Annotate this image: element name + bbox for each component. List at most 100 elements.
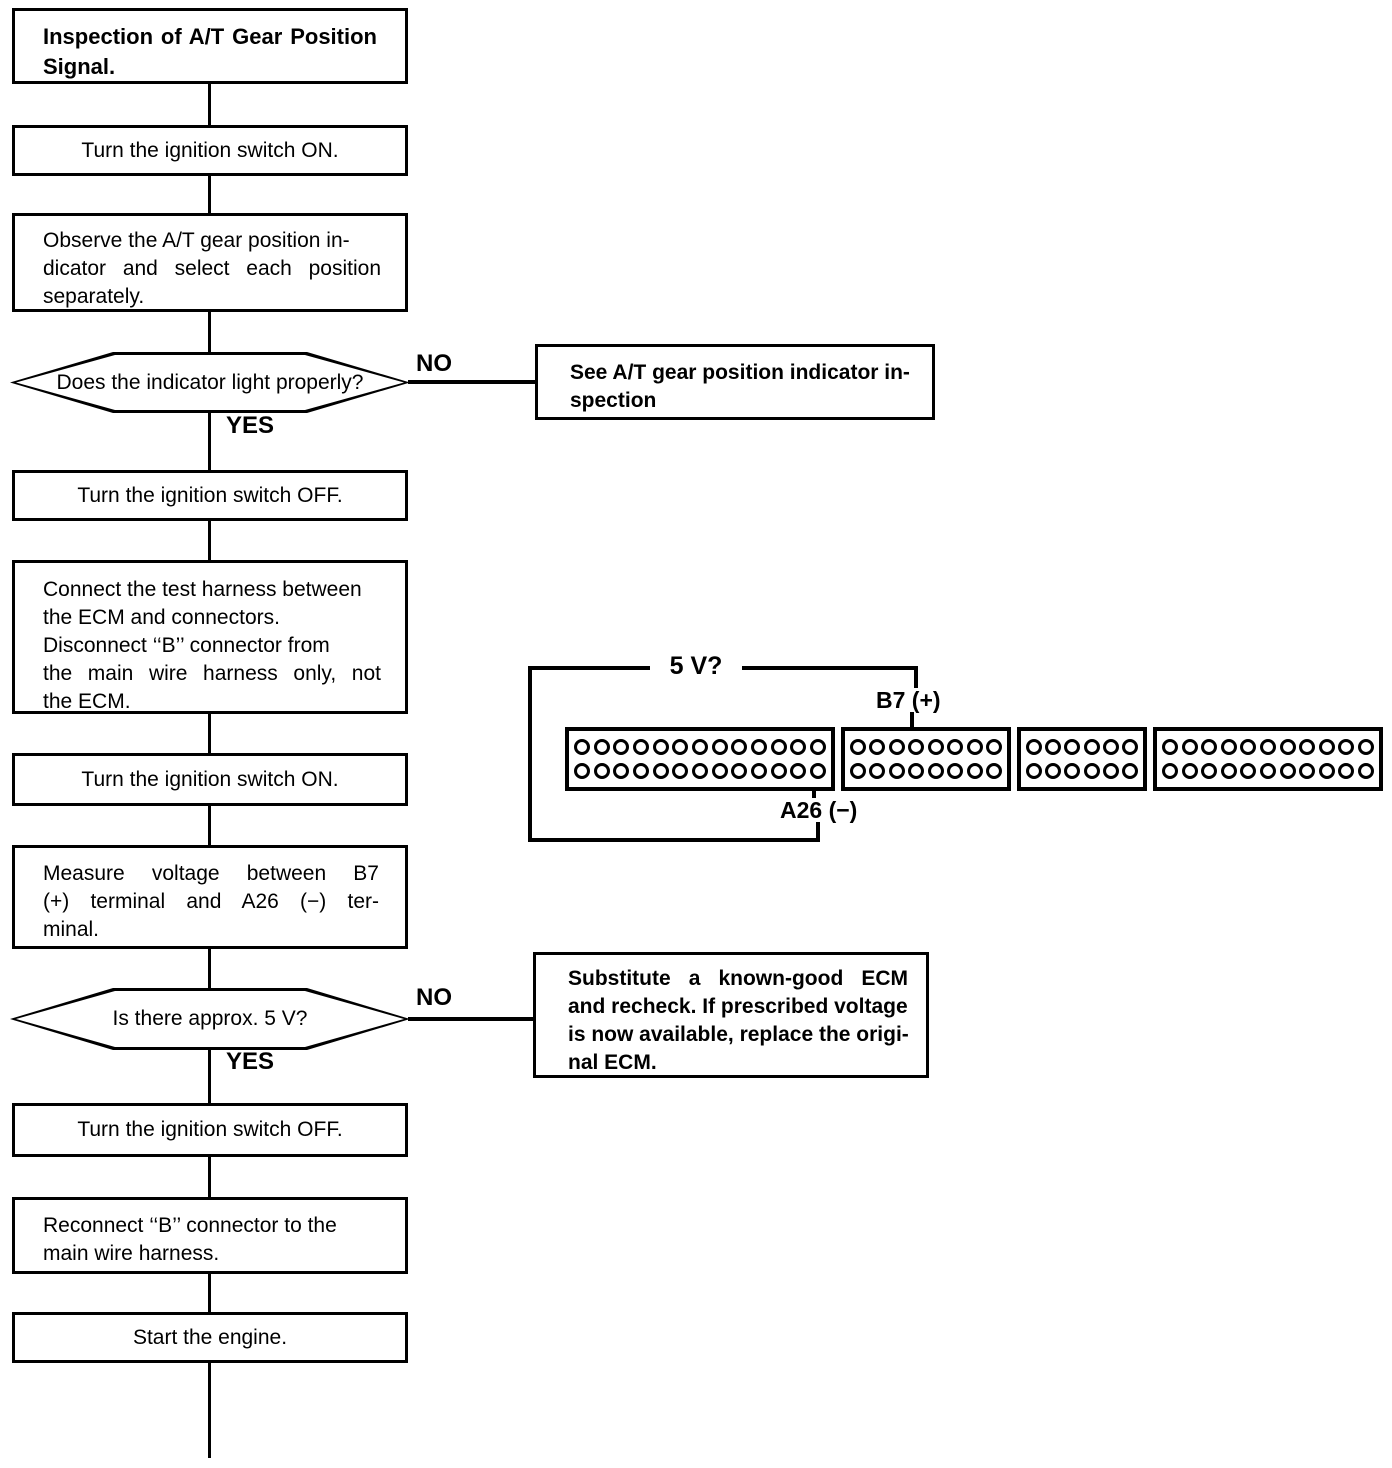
- connector-pin: [908, 763, 925, 779]
- flow-box-ignition-on-2: Turn the ignition switch ON.: [12, 753, 408, 806]
- flow-line: [208, 1274, 211, 1312]
- connector-pin: [1045, 739, 1062, 755]
- text-line: See A/T gear position indicator in-: [570, 361, 910, 384]
- connector-pin: [731, 763, 748, 779]
- connector-pin: [1279, 763, 1296, 779]
- decision-approx-5v: Is there approx. 5 V?: [10, 988, 410, 1050]
- connector-pin: [652, 739, 669, 755]
- text-line: Inspection of A/T Gear Position: [43, 24, 377, 49]
- connector-pin: [1318, 763, 1335, 779]
- flow-box-connect-harness: Connect the test harness between the ECM…: [12, 560, 408, 714]
- connector-pin-row: [574, 763, 826, 779]
- text-line: the ECM and connectors.: [43, 606, 280, 629]
- connector-pin: [1162, 739, 1178, 755]
- connector-pin: [1220, 739, 1237, 755]
- probe-line: [528, 666, 650, 670]
- connector-pin: [1083, 763, 1100, 779]
- text-line: (+) terminal and A26 (−) ter-: [43, 890, 379, 913]
- connector-pin-row: [1026, 739, 1138, 755]
- flow-box-see-inspection: See A/T gear position indicator in- spec…: [535, 344, 935, 420]
- flow-line: [208, 413, 211, 470]
- connector-pin: [613, 763, 630, 779]
- connector-pin: [593, 763, 610, 779]
- probe-line: [528, 838, 820, 842]
- connector-pin: [869, 739, 886, 755]
- connector-pin: [947, 739, 964, 755]
- label-voltage-question: 5 V?: [669, 652, 723, 680]
- probe-line: [742, 666, 918, 670]
- connector-pin: [1279, 739, 1296, 755]
- text-line: Start the engine.: [132, 1325, 288, 1349]
- flow-line: [208, 806, 211, 845]
- flow-box-ignition-off-1: Turn the ignition switch OFF.: [12, 470, 408, 521]
- connector-pin: [593, 739, 610, 755]
- connector-pin: [985, 739, 1002, 755]
- decision-label: Does the indicator light properly?: [56, 370, 364, 394]
- flow-line: [208, 714, 211, 753]
- decision-label: Is there approx. 5 V?: [112, 1007, 308, 1030]
- connector-pin-row: [1162, 763, 1374, 779]
- flow-line: [208, 949, 211, 988]
- flow-line-no-2: [408, 1017, 533, 1021]
- connector-pin: [1201, 763, 1218, 779]
- connector-pin: [1045, 763, 1062, 779]
- connector-pin-row: [850, 763, 1002, 779]
- connector-pin: [927, 739, 944, 755]
- connector-block: [1017, 727, 1147, 791]
- connector-pin: [985, 763, 1002, 779]
- connector-block: [841, 727, 1011, 791]
- text-line: and recheck. If prescribed voltage: [568, 995, 908, 1018]
- connector-pin-row: [1026, 763, 1138, 779]
- text-line: Observe the A/T gear position in-: [43, 229, 350, 252]
- connector-pin: [927, 763, 944, 779]
- connector-pin: [850, 763, 866, 779]
- connector-pin: [691, 739, 708, 755]
- connector-pin: [1083, 739, 1100, 755]
- text-line: dicator and select each position: [43, 257, 381, 280]
- flow-box-start-engine: Start the engine.: [12, 1312, 408, 1363]
- connector-pin: [672, 763, 689, 779]
- connector-pin: [888, 739, 905, 755]
- text-line: spection: [570, 389, 657, 412]
- connector-pin: [1357, 763, 1374, 779]
- flow-box-measure-voltage: Measure voltage between B7 (+) terminal …: [12, 845, 408, 949]
- text-line: Turn the ignition switch OFF.: [77, 1118, 343, 1141]
- text-line: Turn the ignition switch ON.: [81, 767, 339, 791]
- connector-pin: [750, 739, 767, 755]
- text-line: Turn the ignition switch ON.: [81, 138, 339, 162]
- connector-pin-row: [574, 739, 826, 755]
- connector-pin: [1064, 763, 1081, 779]
- connector-pin: [966, 763, 983, 779]
- flow-line: [208, 176, 211, 213]
- flow-line-no-1: [408, 380, 535, 384]
- connector-pin: [1299, 763, 1316, 779]
- flow-line: [208, 84, 211, 125]
- ecm-connector-blocks: [565, 727, 1383, 791]
- connector-pin: [691, 763, 708, 779]
- text-line: nal ECM.: [568, 1051, 657, 1074]
- probe-line: [914, 666, 918, 688]
- connector-pin: [1318, 739, 1335, 755]
- connector-pin: [1181, 739, 1198, 755]
- connector-pin: [809, 763, 826, 779]
- flow-box-observe-indicator: Observe the A/T gear position in- dicato…: [12, 213, 408, 312]
- text-line: is now available, replace the origi-: [568, 1023, 909, 1046]
- connector-pin: [1259, 739, 1276, 755]
- connector-pin: [869, 763, 886, 779]
- probe-line: [816, 822, 820, 842]
- label-terminal-a26: A26 (−): [780, 797, 858, 823]
- label-yes-2: YES: [226, 1048, 275, 1075]
- connector-pin: [809, 739, 826, 755]
- label-no-1: NO: [416, 350, 452, 377]
- connector-pin: [652, 763, 669, 779]
- label-terminal-b7: B7 (+): [876, 687, 941, 713]
- connector-pin: [1220, 763, 1237, 779]
- flow-box-reconnect-b: Reconnect ‘‘B’’ connector to the main wi…: [12, 1197, 408, 1274]
- connector-pin: [1026, 763, 1042, 779]
- flow-box-inspection-title: Inspection of A/T Gear Position Signal.: [12, 8, 408, 84]
- text-line: the ECM.: [43, 690, 131, 713]
- decision-indicator-light: Does the indicator light properly?: [10, 352, 410, 413]
- text-line: separately.: [43, 285, 145, 308]
- text-line: Reconnect ‘‘B’’ connector to the: [43, 1214, 337, 1237]
